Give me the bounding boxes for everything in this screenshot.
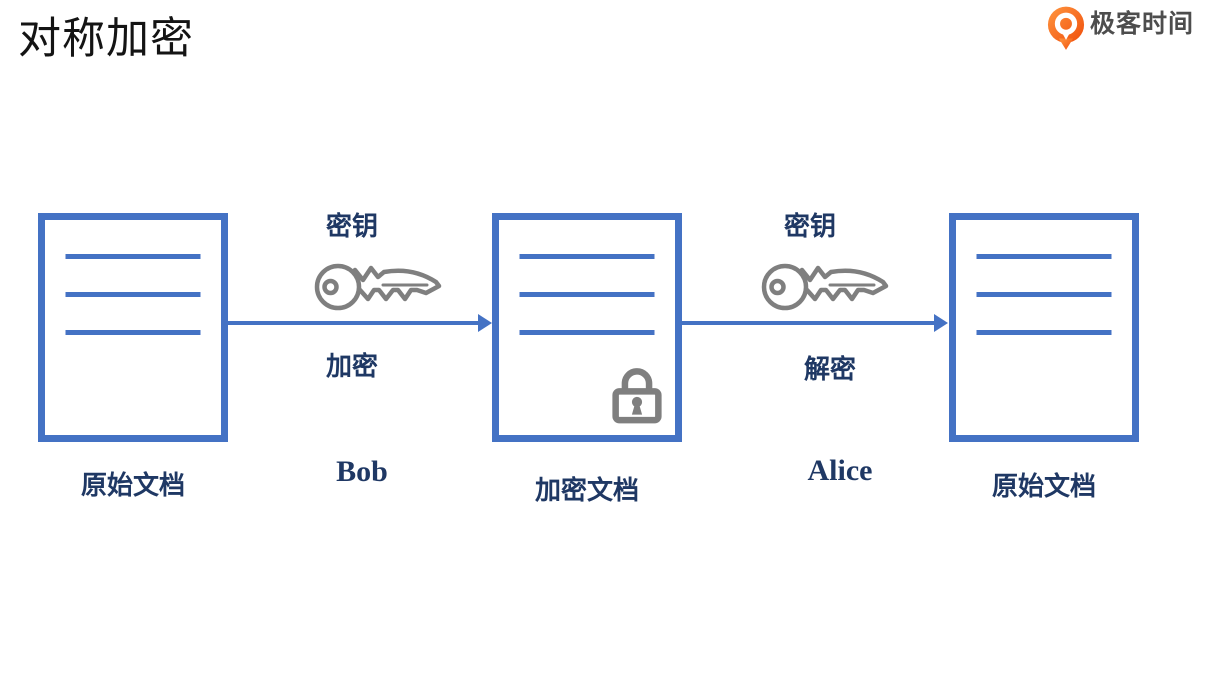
actor-label-bob: Bob bbox=[336, 455, 388, 488]
document-encrypted bbox=[492, 213, 682, 442]
document-text-line bbox=[65, 330, 201, 335]
key-label-decrypt: 密钥 bbox=[783, 211, 836, 241]
actor-label-alice: Alice bbox=[807, 454, 873, 487]
document-caption-original-left: 原始文档 bbox=[80, 470, 185, 500]
key-label-encrypt: 密钥 bbox=[325, 211, 378, 241]
document-original-right bbox=[949, 213, 1139, 442]
page-title: 对称加密 bbox=[18, 15, 194, 63]
brand-name: 极客时间 bbox=[1090, 10, 1195, 38]
document-text-line bbox=[976, 254, 1112, 259]
document-text-line bbox=[65, 254, 201, 259]
lock-icon bbox=[611, 367, 663, 425]
document-text-line bbox=[976, 292, 1112, 297]
arrow-encrypt bbox=[227, 314, 492, 332]
document-text-line bbox=[519, 330, 655, 335]
document-text-line bbox=[976, 330, 1112, 335]
action-label-encrypt: 加密 bbox=[325, 351, 378, 381]
document-caption-encrypted: 加密文档 bbox=[534, 475, 639, 505]
geektime-logo-icon bbox=[1047, 6, 1085, 50]
key-icon bbox=[314, 263, 442, 311]
action-label-decrypt: 解密 bbox=[803, 354, 856, 384]
key-icon bbox=[761, 263, 889, 311]
document-text-line bbox=[519, 254, 655, 259]
arrow-decrypt bbox=[680, 314, 948, 332]
document-caption-original-right: 原始文档 bbox=[991, 471, 1096, 501]
document-original-left bbox=[38, 213, 228, 442]
document-text-line bbox=[519, 292, 655, 297]
document-text-line bbox=[65, 292, 201, 297]
